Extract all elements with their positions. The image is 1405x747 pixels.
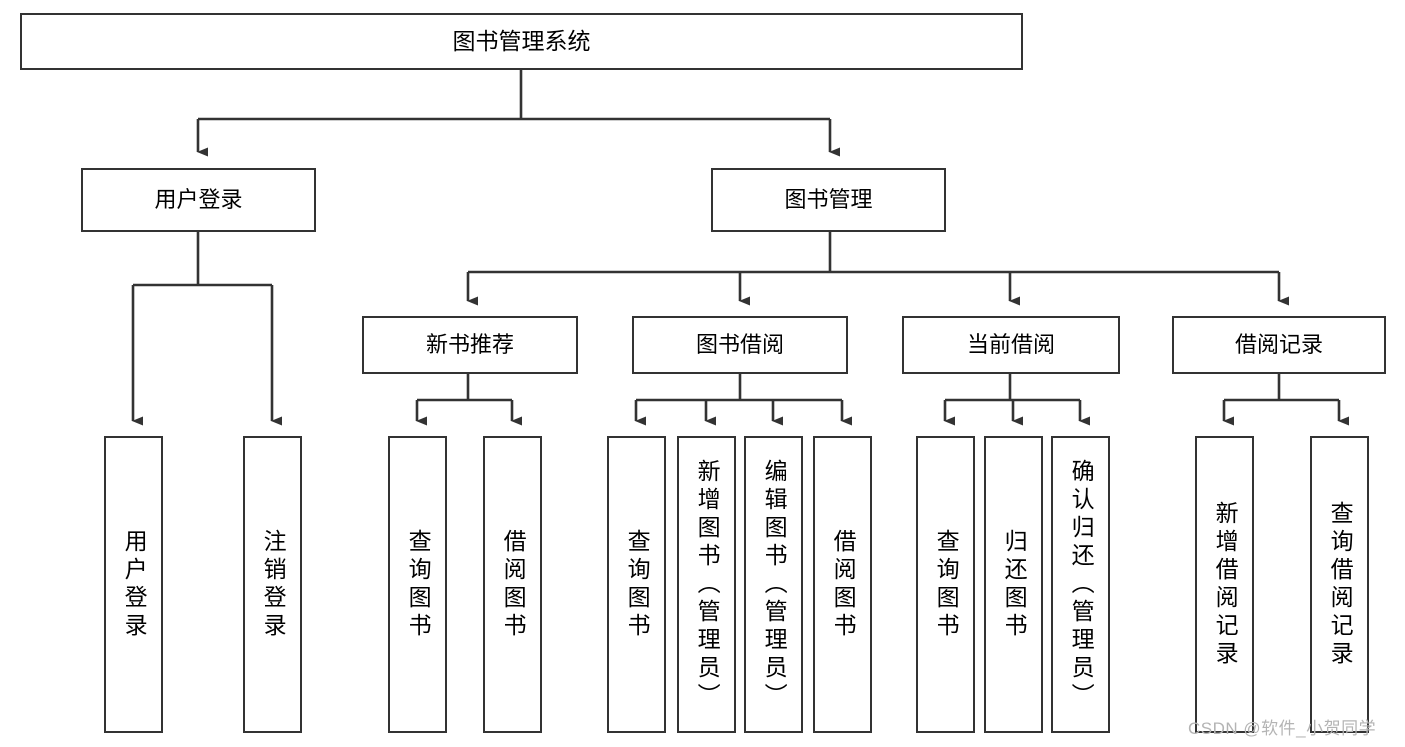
node-leaf-confirm-return-label: 确认归还（管理员） <box>1068 458 1095 711</box>
node-borrow-record[interactable]: 借阅记录 <box>1172 316 1386 374</box>
node-leaf-query-book-1-label: 查询图书 <box>405 528 432 641</box>
node-book-manage[interactable]: 图书管理 <box>711 168 946 232</box>
node-root[interactable]: 图书管理系统 <box>20 13 1023 70</box>
node-root-label: 图书管理系统 <box>452 27 591 54</box>
node-leaf-query-book-2[interactable]: 查询图书 <box>607 436 666 733</box>
node-leaf-edit-book-label: 编辑图书（管理员） <box>761 458 788 711</box>
node-leaf-query-book-3-label: 查询图书 <box>933 528 960 641</box>
node-leaf-query-book-3[interactable]: 查询图书 <box>916 436 975 733</box>
node-leaf-query-record-label: 查询借阅记录 <box>1327 500 1354 669</box>
node-leaf-query-book-2-label: 查询图书 <box>624 528 651 641</box>
node-leaf-edit-book[interactable]: 编辑图书（管理员） <box>744 436 803 733</box>
node-user-login[interactable]: 用户登录 <box>81 168 316 232</box>
node-leaf-borrow-book-1-label: 借阅图书 <box>500 528 527 641</box>
node-leaf-query-book-1[interactable]: 查询图书 <box>388 436 447 733</box>
node-user-login-label: 用户登录 <box>154 187 243 213</box>
csdn-watermark: CSDN @软件_小贺同学 <box>1188 719 1377 738</box>
node-leaf-logout[interactable]: 注销登录 <box>243 436 302 733</box>
node-book-manage-label: 图书管理 <box>784 187 873 213</box>
node-leaf-add-record-label: 新增借阅记录 <box>1212 500 1239 669</box>
node-leaf-borrow-book-2[interactable]: 借阅图书 <box>813 436 872 733</box>
node-leaf-borrow-book-2-label: 借阅图书 <box>830 528 857 641</box>
node-leaf-borrow-book-1[interactable]: 借阅图书 <box>483 436 542 733</box>
node-leaf-confirm-return[interactable]: 确认归还（管理员） <box>1051 436 1110 733</box>
node-leaf-add-book[interactable]: 新增图书（管理员） <box>677 436 736 733</box>
node-new-book-recommend[interactable]: 新书推荐 <box>362 316 578 374</box>
node-book-borrow-label: 图书借阅 <box>695 332 784 358</box>
node-leaf-query-record[interactable]: 查询借阅记录 <box>1310 436 1369 733</box>
node-leaf-user-login-label: 用户登录 <box>121 528 148 641</box>
node-leaf-user-login[interactable]: 用户登录 <box>104 436 163 733</box>
node-leaf-add-book-label: 新增图书（管理员） <box>694 458 721 711</box>
node-leaf-return-book-label: 归还图书 <box>1001 528 1028 641</box>
node-current-borrow-label: 当前借阅 <box>966 332 1055 358</box>
node-leaf-add-record[interactable]: 新增借阅记录 <box>1195 436 1254 733</box>
node-current-borrow[interactable]: 当前借阅 <box>902 316 1120 374</box>
node-leaf-return-book[interactable]: 归还图书 <box>984 436 1043 733</box>
node-book-borrow[interactable]: 图书借阅 <box>632 316 848 374</box>
node-new-book-recommend-label: 新书推荐 <box>425 332 514 358</box>
node-borrow-record-label: 借阅记录 <box>1234 332 1323 358</box>
node-leaf-logout-label: 注销登录 <box>260 528 287 641</box>
